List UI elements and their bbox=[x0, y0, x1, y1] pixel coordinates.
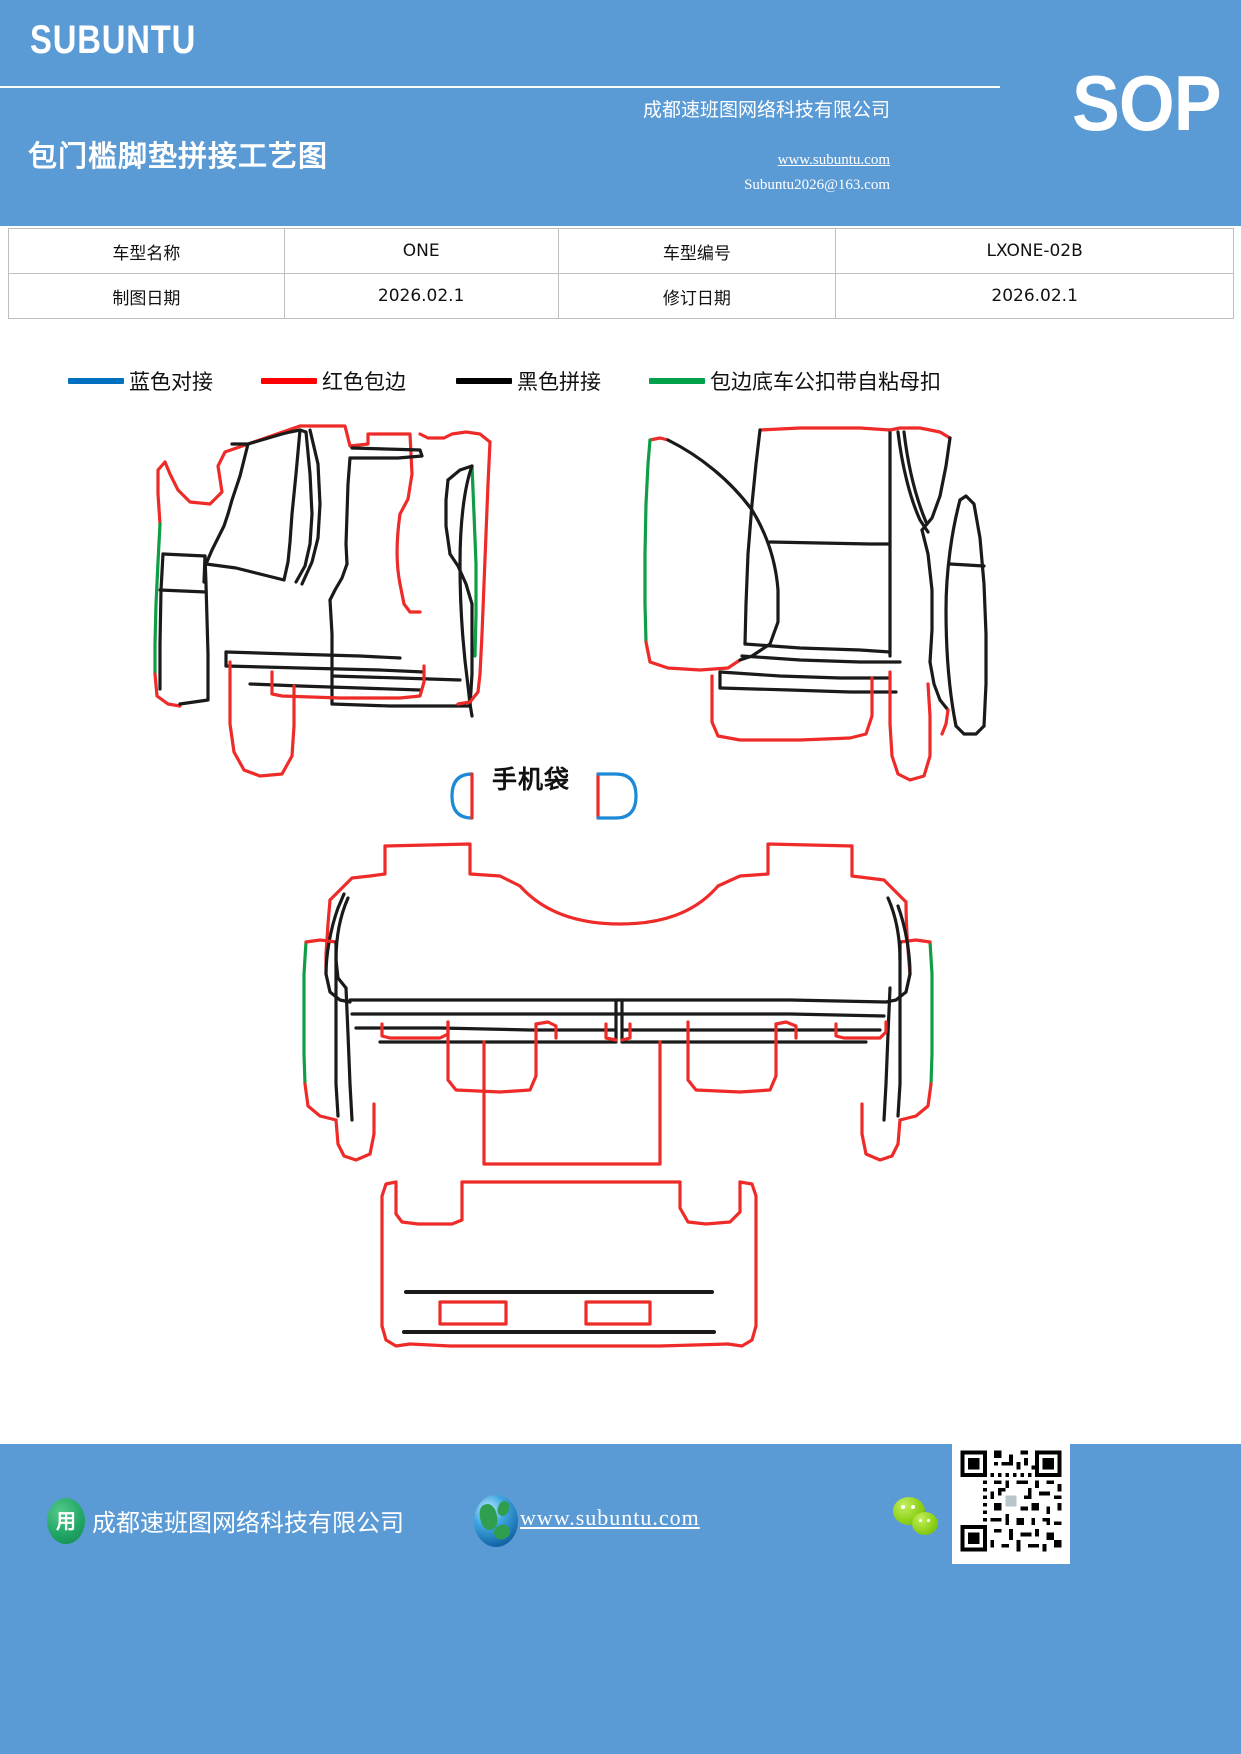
value-model-number: LXONE-02B bbox=[835, 228, 1234, 274]
footer-company-name: 成都速班图网络科技有限公司 bbox=[92, 1509, 404, 1537]
legend-item-blue: 蓝色对接 bbox=[68, 366, 213, 396]
value-model-name: ONE bbox=[283, 228, 559, 274]
legend-swatch-black bbox=[456, 378, 512, 384]
front-left-mat bbox=[153, 424, 492, 778]
trunk-mat bbox=[380, 1180, 758, 1348]
wechat-eye bbox=[901, 1505, 905, 1509]
footer-website-link[interactable]: www.subuntu.com bbox=[520, 1505, 700, 1530]
building-icon: 用 bbox=[47, 1498, 85, 1544]
qr-code-icon[interactable] bbox=[952, 1438, 1070, 1564]
legend-label-blue: 蓝色对接 bbox=[129, 370, 213, 394]
page-header: SUBUNTU SOP 成都速班图网络科技有限公司 包门槛脚垫拼接工艺图 www… bbox=[0, 0, 1241, 226]
wechat-eye bbox=[911, 1505, 915, 1509]
label-model-name: 车型名称 bbox=[8, 228, 285, 274]
header-divider bbox=[0, 86, 1000, 88]
header-company-name: 成都速班图网络科技有限公司 bbox=[642, 99, 890, 121]
mat-pattern-svg bbox=[153, 424, 988, 1348]
brand-logo: SUBUNTU bbox=[30, 18, 197, 62]
legend-label-black: 黑色拼接 bbox=[517, 370, 601, 394]
value-draw-date: 2026.02.1 bbox=[283, 273, 559, 319]
label-draw-date: 制图日期 bbox=[8, 273, 285, 319]
sop-badge: SOP bbox=[1072, 59, 1222, 147]
second-row-mat bbox=[302, 842, 934, 1166]
page-title: 包门槛脚垫拼接工艺图 bbox=[28, 139, 329, 173]
legend-item-black: 黑色拼接 bbox=[456, 366, 601, 396]
phone-pocket-label: 手机袋 bbox=[492, 765, 571, 794]
header-email: Subuntu2026@163.com bbox=[744, 177, 890, 193]
globe-icon bbox=[474, 1495, 518, 1547]
legend-swatch-green bbox=[649, 378, 705, 384]
label-revision-date: 修订日期 bbox=[557, 273, 837, 319]
wechat-bubble-small bbox=[912, 1512, 938, 1535]
technical-drawing-area: 手机袋 bbox=[0, 404, 1241, 1444]
label-model-number: 车型编号 bbox=[557, 228, 837, 274]
wechat-eye bbox=[919, 1519, 922, 1522]
legend-swatch-blue bbox=[68, 378, 124, 384]
building-icon-glyph: 用 bbox=[56, 1509, 76, 1533]
legend-label-red: 红色包边 bbox=[322, 370, 406, 394]
legend-swatch-red bbox=[261, 378, 317, 384]
wechat-icon bbox=[893, 1497, 949, 1545]
table-row: 车型名称 ONE 车型编号 LXONE-02B bbox=[8, 228, 1234, 274]
legend-item-red: 红色包边 bbox=[261, 366, 406, 396]
qr-code-svg bbox=[957, 1447, 1065, 1555]
legend-item-green: 包边底车公扣带自粘母扣 bbox=[649, 366, 941, 396]
table-row: 制图日期 2026.02.1 修订日期 2026.02.1 bbox=[8, 273, 1234, 319]
value-revision-date: 2026.02.1 bbox=[835, 273, 1234, 319]
phone-pocket-symbol bbox=[450, 772, 638, 820]
color-legend: 蓝色对接 红色包边 黑色拼接 包边底车公扣带自粘母扣 bbox=[0, 358, 1241, 404]
vehicle-info-table: 车型名称 ONE 车型编号 LXONE-02B 制图日期 2026.02.1 修… bbox=[8, 228, 1234, 319]
globe-landmass bbox=[495, 1499, 512, 1518]
front-right-mat bbox=[643, 426, 988, 782]
wechat-eye bbox=[927, 1519, 930, 1522]
legend-label-green: 包边底车公扣带自粘母扣 bbox=[710, 370, 941, 394]
header-website-link[interactable]: www.subuntu.com bbox=[777, 152, 890, 168]
